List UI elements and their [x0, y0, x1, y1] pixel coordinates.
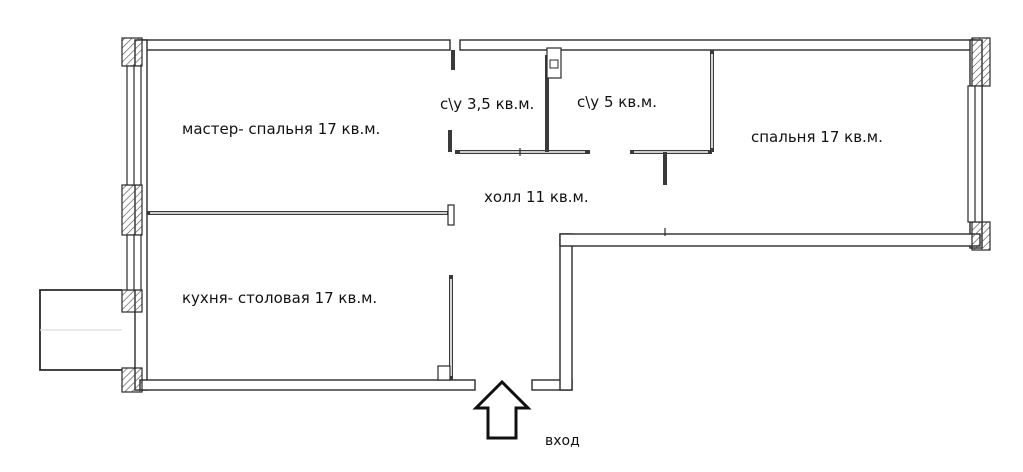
room-label-kitchen: кухня- столовая 17 кв.м.	[182, 289, 378, 307]
column-left-top	[121, 37, 143, 67]
exterior-wall-bottom-left	[139, 379, 476, 391]
room-label-bathroom-2: с\у 5 кв.м.	[577, 93, 658, 111]
wall-notch-horizontal	[559, 233, 981, 247]
entrance-label: вход	[545, 433, 580, 449]
wall-notch-vertical	[559, 233, 573, 391]
window-left-top	[126, 65, 142, 186]
room-label-bedroom: спальня 17 кв.м.	[751, 128, 883, 146]
column-left-bottom	[121, 367, 143, 393]
room-label-master-bedroom: мастер- спальня 17 кв.м.	[182, 120, 381, 138]
column-right-bottom	[971, 221, 991, 251]
window-left-bottom	[126, 234, 142, 291]
column-left-mid-2	[121, 289, 143, 313]
window-right	[967, 85, 983, 223]
balcony	[39, 289, 122, 371]
partition-stub	[447, 204, 455, 226]
exterior-wall-top-left	[139, 39, 451, 51]
column-left-mid-1	[121, 184, 143, 236]
entrance-arrow-icon	[472, 379, 532, 440]
room-label-hall: холл 11 кв.м.	[484, 188, 589, 206]
room-label-bathroom-1: с\у 3,5 кв.м.	[440, 95, 535, 113]
exterior-wall-top-right	[459, 39, 976, 51]
column-right-top	[971, 37, 991, 87]
kitchen-riser	[437, 365, 451, 381]
